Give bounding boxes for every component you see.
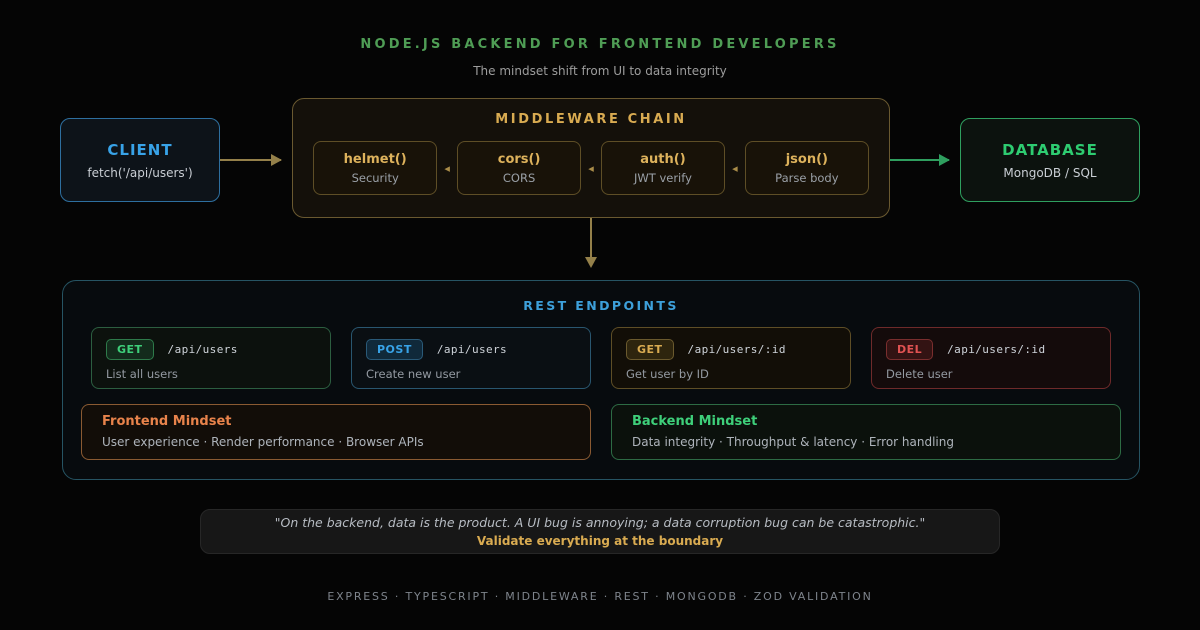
middleware-item-cors: cors() CORS bbox=[456, 141, 582, 195]
middleware-fn-desc: Parse body bbox=[775, 170, 839, 185]
quote-highlight: Validate everything at the boundary bbox=[476, 534, 724, 548]
middleware-chain-title: MIDDLEWARE CHAIN bbox=[495, 112, 687, 127]
endpoint-path: /api/users bbox=[167, 343, 238, 356]
method-badge: DEL bbox=[886, 339, 934, 360]
client-title: CLIENT bbox=[107, 140, 173, 159]
middleware-fn-desc: Security bbox=[351, 170, 399, 185]
middleware-item-json: json() Parse body bbox=[744, 141, 870, 195]
page-title: NODE.JS BACKEND FOR FRONTEND DEVELOPERS bbox=[360, 37, 840, 52]
endpoint-desc: List all users bbox=[106, 367, 178, 381]
chain-arrow-left-icon: ◂ bbox=[732, 161, 738, 175]
page-subtitle: The mindset shift from UI to data integr… bbox=[473, 64, 727, 78]
middleware-fn-desc: JWT verify bbox=[634, 170, 692, 185]
chain-arrow-left-icon: ◂ bbox=[444, 161, 450, 175]
endpoint-desc: Create new user bbox=[366, 367, 461, 381]
database-node: DATABASE MongoDB / SQL bbox=[960, 118, 1140, 202]
endpoint-path: /api/users/:id bbox=[947, 343, 1046, 356]
rest-endpoints-title: REST ENDPOINTS bbox=[523, 298, 679, 313]
endpoint-card-top: POST /api/users bbox=[366, 339, 576, 360]
endpoint-path: /api/users/:id bbox=[687, 343, 786, 356]
endpoint-card-top: DEL /api/users/:id bbox=[886, 339, 1096, 360]
endpoint-card-post-users: POST /api/users Create new user bbox=[351, 327, 591, 389]
middleware-item-helmet: helmet() Security bbox=[313, 141, 438, 195]
arrow-middleware-to-endpoints bbox=[585, 218, 597, 268]
middleware-fn-label: cors() bbox=[497, 151, 541, 167]
middleware-chain-row: helmet() Security ◂ cors() CORS ◂ auth()… bbox=[313, 141, 870, 195]
backend-mindset-card: Backend Mindset Data integrity · Through… bbox=[611, 404, 1121, 460]
endpoint-path: /api/users bbox=[436, 343, 508, 356]
client-fetch-code: fetch('/api/users') bbox=[87, 165, 193, 180]
client-node: CLIENT fetch('/api/users') bbox=[60, 118, 220, 202]
frontend-mindset-title: Frontend Mindset bbox=[102, 414, 232, 429]
footer-tech-list: EXPRESS · TYPESCRIPT · MIDDLEWARE · REST… bbox=[327, 590, 873, 603]
endpoint-card-delete-user: DEL /api/users/:id Delete user bbox=[871, 327, 1111, 389]
method-badge: GET bbox=[106, 339, 154, 360]
middleware-fn-desc: CORS bbox=[502, 170, 536, 185]
endpoint-desc: Delete user bbox=[886, 367, 953, 381]
endpoint-card-get-users: GET /api/users List all users bbox=[91, 327, 331, 389]
backend-mindset-title: Backend Mindset bbox=[632, 414, 758, 429]
quote-text: "On the backend, data is the product. A … bbox=[274, 515, 926, 530]
middleware-fn-label: helmet() bbox=[343, 151, 407, 167]
endpoint-card-get-user-by-id: GET /api/users/:id Get user by ID bbox=[611, 327, 851, 389]
quote-box: "On the backend, data is the product. A … bbox=[200, 509, 1000, 554]
middleware-item-auth: auth() JWT verify bbox=[600, 141, 726, 195]
method-badge: GET bbox=[626, 339, 674, 360]
frontend-mindset-card: Frontend Mindset User experience · Rende… bbox=[81, 404, 591, 460]
frontend-mindset-desc: User experience · Render performance · B… bbox=[102, 435, 424, 449]
endpoint-card-top: GET /api/users/:id bbox=[626, 339, 836, 360]
endpoint-cards-row: GET /api/users List all users POST /api/… bbox=[91, 327, 1111, 389]
middleware-fn-label: json() bbox=[785, 151, 828, 167]
arrow-client-to-middleware bbox=[220, 154, 282, 166]
database-subtitle: MongoDB / SQL bbox=[1003, 165, 1097, 180]
chain-arrow-left-icon: ◂ bbox=[588, 161, 594, 175]
method-badge: POST bbox=[366, 339, 423, 360]
middleware-fn-label: auth() bbox=[640, 151, 686, 167]
endpoint-desc: Get user by ID bbox=[626, 367, 709, 381]
rest-endpoints-panel: REST ENDPOINTS GET /api/users List all u… bbox=[62, 280, 1140, 480]
arrow-middleware-to-database bbox=[890, 154, 950, 166]
endpoint-card-top: GET /api/users bbox=[106, 339, 316, 360]
database-title: DATABASE bbox=[1002, 140, 1098, 159]
middleware-chain-panel: MIDDLEWARE CHAIN helmet() Security ◂ cor… bbox=[292, 98, 890, 218]
backend-mindset-desc: Data integrity · Throughput & latency · … bbox=[632, 435, 954, 449]
